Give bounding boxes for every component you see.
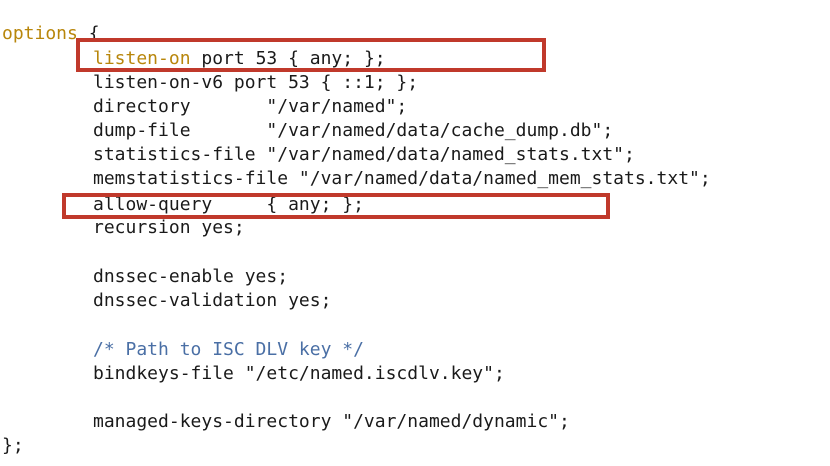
- code-line-recursion: recursion yes;: [93, 217, 245, 238]
- code-line-listen-on-v6: listen-on-v6 port 53 { ::1; };: [93, 72, 419, 93]
- code-line-dnssec-validation: dnssec-validation yes;: [93, 290, 332, 311]
- code-line-options-close: };: [2, 435, 24, 456]
- code-line-memstatistics-file: memstatistics-file "/var/named/data/name…: [93, 168, 711, 189]
- code-line-allow-query: allow-query { any; };: [93, 194, 364, 215]
- code-text: {: [77, 23, 100, 44]
- code-line-listen-on: listen-on port 53 { any; };: [93, 47, 386, 71]
- code-line-options-open: options {: [2, 22, 100, 46]
- code-text: port 53 { any; };: [190, 48, 386, 69]
- code-line-dnssec-enable: dnssec-enable yes;: [93, 266, 289, 287]
- keyword-listen-on: listen-on: [93, 48, 191, 69]
- code-line-bindkeys-file: bindkeys-file "/etc/named.iscdlv.key";: [93, 363, 505, 384]
- code-line-dump-file: dump-file "/var/named/data/cache_dump.db…: [93, 120, 614, 141]
- keyword-options: options: [2, 23, 78, 44]
- code-line-managed-keys-directory: managed-keys-directory "/var/named/dynam…: [93, 411, 570, 432]
- code-line-directory: directory "/var/named";: [93, 96, 408, 117]
- code-line-comment: /* Path to ISC DLV key */: [93, 339, 364, 360]
- code-line-statistics-file: statistics-file "/var/named/data/named_s…: [93, 144, 635, 165]
